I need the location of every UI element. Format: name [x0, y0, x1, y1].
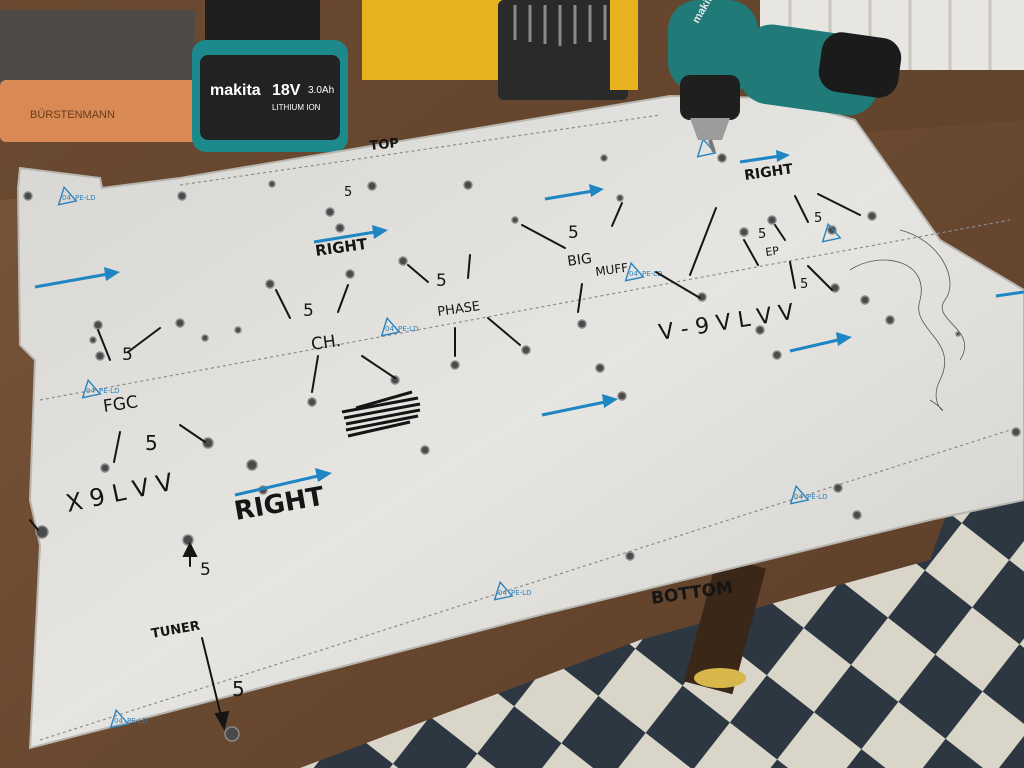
wire-scribbles — [849, 229, 966, 411]
label-five: 5 — [814, 211, 822, 226]
label-five: 5 — [436, 271, 447, 291]
recycle-mark: PE-LD — [398, 325, 418, 333]
recycle-icon — [81, 378, 102, 399]
label-five: 5 — [800, 277, 808, 292]
recycle-icon — [789, 484, 810, 505]
label-five: 5 — [344, 185, 352, 200]
recycle-number: 04 — [86, 387, 95, 395]
recycle-number: 04 — [62, 194, 71, 202]
recycle-marks — [57, 137, 842, 729]
blue-arrows — [34, 150, 1024, 497]
label-phase: PHASE — [436, 299, 481, 320]
marker-lines — [29, 193, 861, 731]
label-ep: EP — [765, 244, 781, 259]
brush: BÜRSTENMANN — [0, 10, 200, 142]
label-big: BIG — [566, 251, 593, 270]
recycle-icon — [380, 316, 401, 337]
aluminium-panel — [16, 94, 1024, 750]
recycle-icon — [109, 708, 130, 729]
label-top: TOP — [369, 136, 400, 154]
recycle-number: 04 — [629, 270, 638, 278]
battery-type: LITHIUM ION — [272, 103, 321, 112]
recycle-texts: 04 PE-LD 04 PE-LD 04 PE-LD 04 PE-LD 04 P… — [62, 194, 827, 725]
recycle-icon — [821, 222, 842, 243]
recycle-number: 04 — [114, 717, 123, 725]
label-muff: MUFF — [594, 261, 629, 279]
label-five: 5 — [145, 431, 158, 455]
label-five: 5 — [568, 223, 579, 243]
battery-pack: makita 18V 3.0Ah LITHIUM ION — [192, 0, 348, 152]
label-five: 5 — [122, 345, 133, 365]
label-five: 5 — [200, 560, 211, 580]
label-ch: CH. — [310, 331, 342, 355]
recycle-mark: PE-LD — [642, 270, 662, 278]
recycle-icon — [696, 137, 717, 158]
recycle-mark: PE-LD — [807, 493, 827, 501]
recycle-mark: PE-LD — [127, 717, 147, 725]
label-right-2: RIGHT — [743, 161, 794, 184]
recycle-icon — [57, 185, 78, 206]
five-marks: 5 5 5 5 5 5 5 5 5 5 5 — [122, 185, 822, 701]
recycle-number: 04 — [385, 325, 394, 333]
recycle-mark: PE-LD — [511, 589, 531, 597]
battery-brand: makita — [210, 82, 261, 99]
recycle-number: 04 — [794, 493, 803, 501]
battery-voltage: 18V — [272, 82, 301, 99]
recycle-icon — [493, 580, 514, 601]
drill-bit-case — [362, 0, 638, 100]
label-fgc: FGC — [102, 392, 139, 417]
label-five: 5 — [758, 227, 766, 242]
scribble-blot — [341, 390, 421, 438]
battery-capacity: 3.0Ah — [308, 85, 334, 96]
drill-holes — [23, 153, 1021, 742]
label-five: 5 — [303, 301, 314, 321]
drill: makita — [668, 0, 902, 153]
recycle-mark: PE-LD — [75, 194, 95, 202]
recycle-icon — [624, 261, 645, 282]
recycle-mark: PE-LD — [99, 387, 119, 395]
label-five: 5 — [232, 677, 245, 701]
recycle-number: 04 — [498, 589, 507, 597]
brush-brand: BÜRSTENMANN — [30, 109, 115, 121]
